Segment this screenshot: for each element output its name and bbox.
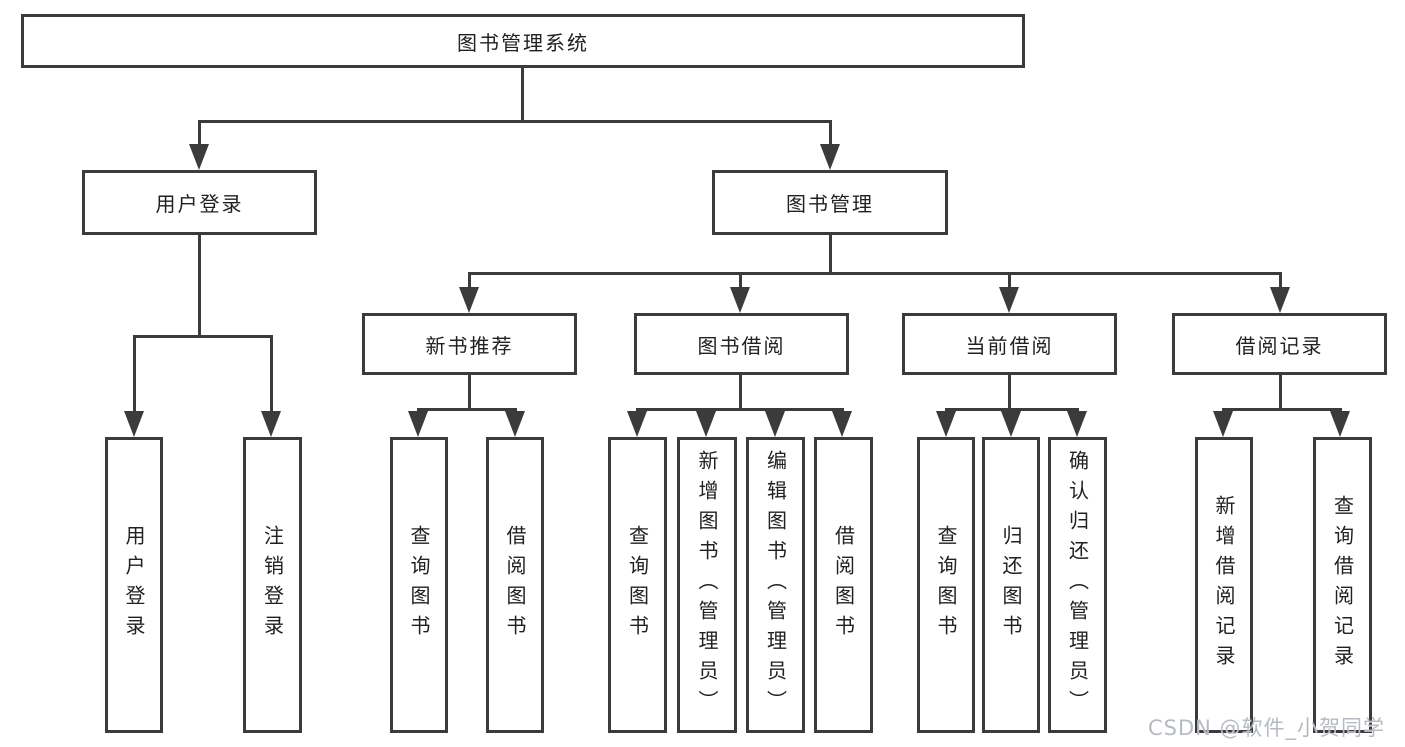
node-user-login: 用户登录 (82, 170, 317, 235)
connector-line (198, 235, 201, 335)
node-book-borrow: 图书借阅 (634, 313, 849, 375)
connector-line (468, 272, 1282, 275)
arrow-down-icon (189, 144, 209, 170)
connector-line (739, 375, 742, 408)
leaf-confirm-return-admin: 确认归还（管理员） (1048, 437, 1107, 733)
node-label: 图书管理系统 (457, 30, 589, 55)
arrow-down-icon (1270, 287, 1290, 313)
arrow-down-icon (459, 287, 479, 313)
node-label: 确认归还（管理员） (1065, 450, 1090, 720)
connector-line (198, 120, 201, 148)
node-label: 借阅图书 (503, 525, 527, 645)
connector-line (133, 335, 273, 338)
leaf-borrow-book: 借阅图书 (814, 437, 873, 733)
connector-line (270, 335, 273, 413)
node-label: 用户登录 (122, 525, 146, 645)
node-label: 编辑图书（管理员） (763, 450, 788, 720)
connector-line (1222, 408, 1342, 411)
node-label: 查询图书 (934, 525, 958, 645)
connector-line (468, 375, 471, 408)
node-label: 借阅图书 (831, 525, 856, 645)
arrow-down-icon (627, 411, 647, 437)
node-current-borrow: 当前借阅 (902, 313, 1117, 375)
connector-line (1279, 272, 1282, 290)
connector-line (468, 272, 471, 290)
connector-line (636, 408, 844, 411)
node-book-management: 图书管理 (712, 170, 948, 235)
arrow-down-icon (820, 144, 840, 170)
node-label: 查询图书 (407, 525, 431, 645)
arrow-down-icon (1001, 411, 1021, 437)
connector-line (829, 120, 832, 148)
leaf-return-book: 归还图书 (982, 437, 1040, 733)
node-borrow-record: 借阅记录 (1172, 313, 1387, 375)
arrow-down-icon (408, 411, 428, 437)
node-label: 新增借阅记录 (1212, 495, 1236, 675)
arrow-down-icon (696, 411, 716, 437)
leaf-add-book-admin: 新增图书（管理员） (677, 437, 737, 733)
arrow-down-icon (124, 411, 144, 437)
node-label: 图书借阅 (697, 333, 786, 358)
arrow-down-icon (765, 411, 785, 437)
arrow-down-icon (1067, 411, 1087, 437)
leaf-query-book-current: 查询图书 (917, 437, 975, 733)
connector-line (521, 68, 524, 120)
arrow-down-icon (261, 411, 281, 437)
connector-line (829, 235, 832, 272)
node-label: 当前借阅 (965, 333, 1054, 358)
arrow-down-icon (936, 411, 956, 437)
connector-line (417, 408, 517, 411)
arrow-down-icon (1330, 411, 1350, 437)
connector-line (1279, 375, 1282, 408)
node-label: 注销登录 (260, 525, 285, 645)
connector-line (1008, 375, 1011, 408)
node-label: 查询图书 (625, 525, 650, 645)
node-label: 借阅记录 (1235, 333, 1324, 358)
node-label: 新增图书（管理员） (695, 450, 719, 720)
node-new-book-recommend: 新书推荐 (362, 313, 577, 375)
connector-line (739, 272, 742, 290)
arrow-down-icon (730, 287, 750, 313)
leaf-query-book-borrow: 查询图书 (608, 437, 667, 733)
csdn-watermark: CSDN @软件_小贺同学 (1148, 716, 1386, 740)
node-label: 图书管理 (786, 192, 874, 216)
leaf-add-borrow-record: 新增借阅记录 (1195, 437, 1253, 733)
leaf-query-book-recommend: 查询图书 (390, 437, 448, 733)
node-label: 查询借阅记录 (1330, 495, 1355, 675)
node-label: 新书推荐 (425, 333, 514, 358)
arrow-down-icon (999, 287, 1019, 313)
leaf-logout: 注销登录 (243, 437, 302, 733)
connector-line (198, 120, 832, 123)
leaf-borrow-book-recommend: 借阅图书 (486, 437, 544, 733)
node-label: 归还图书 (999, 525, 1023, 645)
connector-line (133, 335, 136, 413)
leaf-edit-book-admin: 编辑图书（管理员） (746, 437, 805, 733)
arrow-down-icon (1213, 411, 1233, 437)
arrow-down-icon (832, 411, 852, 437)
leaf-user-login: 用户登录 (105, 437, 163, 733)
arrow-down-icon (505, 411, 525, 437)
leaf-query-borrow-record: 查询借阅记录 (1313, 437, 1372, 733)
node-library-management-system: 图书管理系统 (21, 14, 1025, 68)
connector-line (1008, 272, 1011, 290)
node-label: 用户登录 (155, 192, 244, 216)
